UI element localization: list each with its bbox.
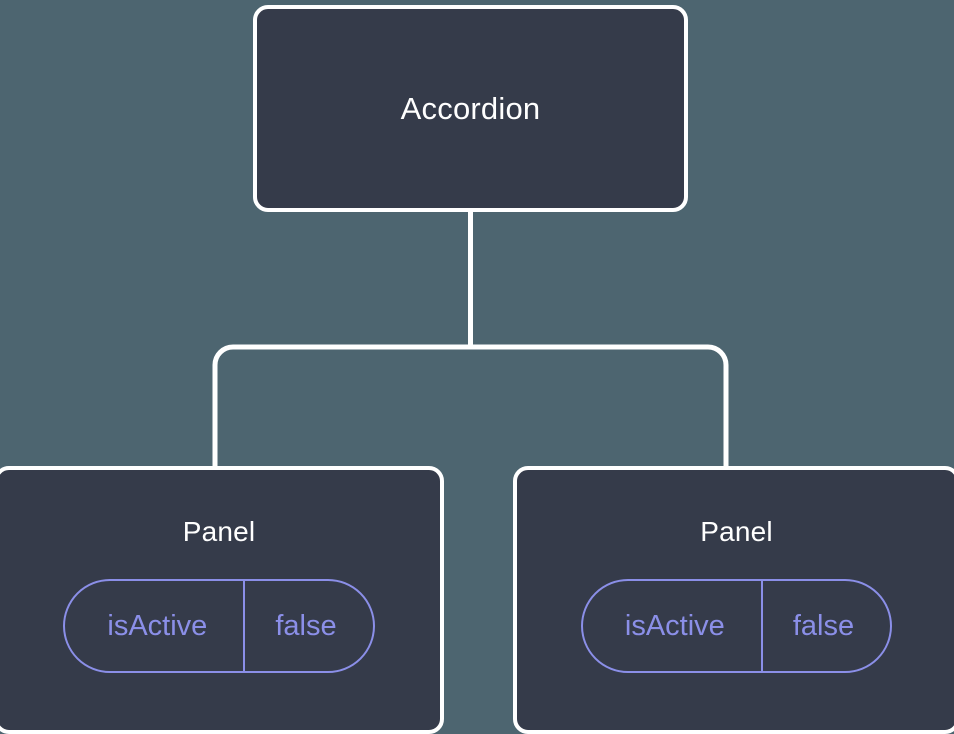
state-badge-panel-2[interactable]: isActive false xyxy=(580,579,893,673)
state-badge-panel-2-value: false xyxy=(760,581,890,671)
node-accordion[interactable]: Accordion xyxy=(253,5,688,212)
state-badge-panel-1[interactable]: isActive false xyxy=(63,579,375,673)
node-panel-1-title: Panel xyxy=(182,516,256,547)
node-panel-2[interactable]: Panel isActive false xyxy=(513,466,954,734)
node-panel-1[interactable]: Panel isActive false xyxy=(0,466,444,734)
state-badge-panel-2-key: isActive xyxy=(624,609,725,642)
state-badge-panel-1-key: isActive xyxy=(107,609,208,642)
edge-bus-to-left-panel xyxy=(212,344,471,472)
state-badge-panel-1-value: false xyxy=(243,581,372,671)
node-panel-2-title: Panel xyxy=(700,516,773,547)
node-accordion-title: Accordion xyxy=(400,91,541,126)
edge-bus-to-right-panel xyxy=(470,344,729,472)
